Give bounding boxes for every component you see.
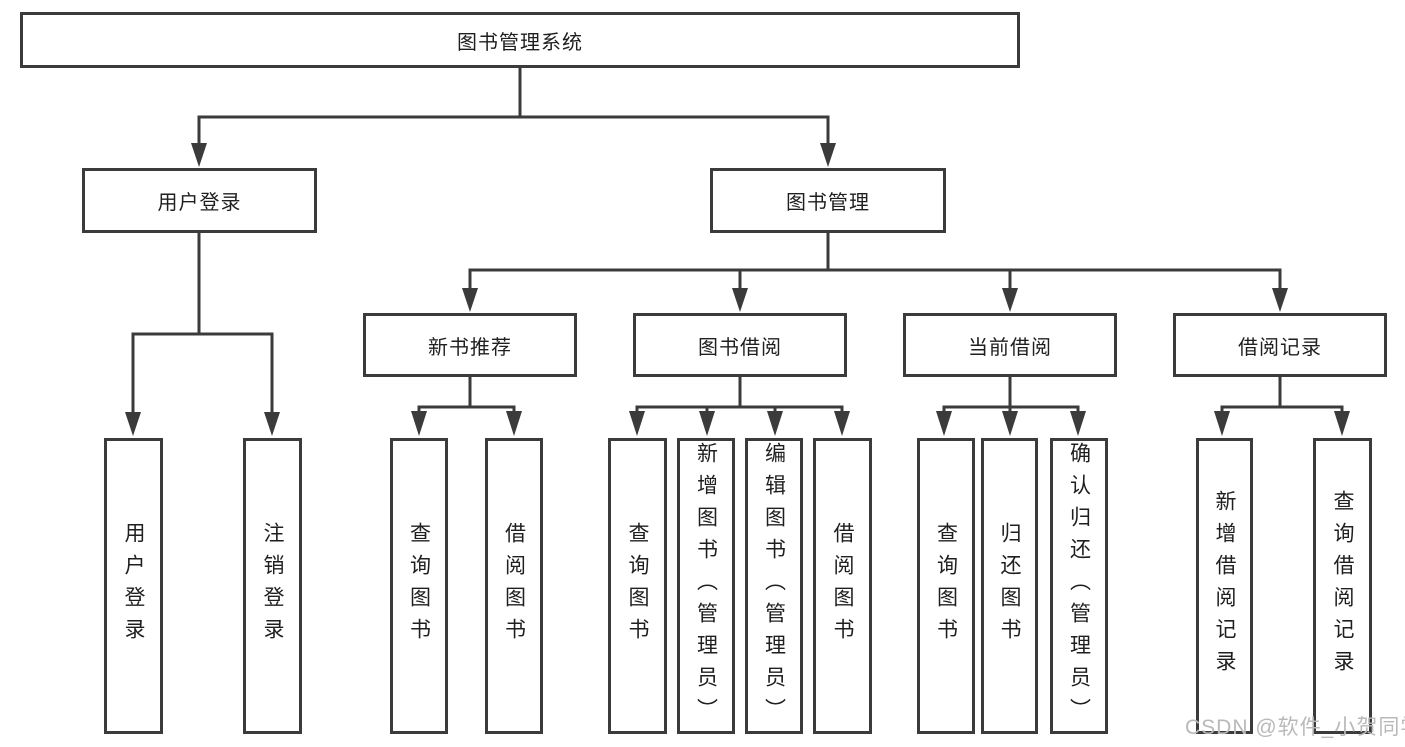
node-label: 借阅图书 <box>831 522 854 650</box>
node-label: 当前借阅 <box>968 336 1052 359</box>
node-user-login-leaf: 用户登录 <box>104 438 163 734</box>
node-label: 用户登录 <box>122 522 145 650</box>
node-label: 查询图书 <box>407 522 431 650</box>
node-current-query-books: 查询图书 <box>917 438 975 734</box>
node-label: 图书管理系统 <box>457 31 583 54</box>
node-book-borrow: 图书借阅 <box>633 313 847 377</box>
node-label: 用户登录 <box>157 192 242 214</box>
node-borrow-query-books: 查询图书 <box>608 438 667 734</box>
node-label: 借阅记录 <box>1238 336 1322 359</box>
connector-user-login-to-leaves <box>125 232 280 436</box>
node-label: 查询图书 <box>626 522 649 650</box>
node-recommend-query-books: 查询图书 <box>390 438 448 734</box>
node-label: 新增借阅记录 <box>1213 490 1236 682</box>
node-recommend-borrow-books: 借阅图书 <box>485 438 543 734</box>
connector-borrow-records-to-leaves <box>1214 376 1350 436</box>
node-label: 归还图书 <box>998 522 1021 650</box>
node-label: 新增图书（管理员） <box>694 442 718 730</box>
node-borrow-add-books-admin: 新增图书（管理员） <box>677 438 735 734</box>
node-records-query-record: 查询借阅记录 <box>1313 438 1372 734</box>
connector-book-borrow-to-leaves <box>629 376 850 436</box>
node-borrow-edit-books-admin: 编辑图书（管理员） <box>745 438 803 734</box>
node-library-management-system: 图书管理系统 <box>20 12 1020 68</box>
node-label: 注销登录 <box>261 522 284 650</box>
node-label: 借阅图书 <box>502 522 526 650</box>
connector-recommend-to-leaves <box>411 376 522 436</box>
node-book-management: 图书管理 <box>710 168 946 233</box>
node-user-login: 用户登录 <box>82 168 317 233</box>
node-records-add-record: 新增借阅记录 <box>1196 438 1253 734</box>
node-label: 查询借阅记录 <box>1331 490 1354 682</box>
node-current-confirm-return-admin: 确认归还（管理员） <box>1050 438 1108 734</box>
node-current-borrow: 当前借阅 <box>903 313 1117 377</box>
node-new-book-recommend: 新书推荐 <box>363 313 577 377</box>
csdn-watermark: CSDN @软件_小贺同学 <box>1185 716 1405 739</box>
node-label: 编辑图书（管理员） <box>762 442 786 730</box>
node-borrow-borrow-books: 借阅图书 <box>813 438 872 734</box>
node-label: 图书借阅 <box>698 336 782 359</box>
node-label: 确认归还（管理员） <box>1067 442 1091 730</box>
connector-current-borrow-to-leaves <box>936 376 1086 436</box>
node-borrow-records: 借阅记录 <box>1173 313 1387 377</box>
connector-root-to-level2 <box>191 67 836 167</box>
node-label: 图书管理 <box>786 192 870 214</box>
node-label: 查询图书 <box>934 522 958 650</box>
connector-book-management-to-level3 <box>462 232 1288 312</box>
node-current-return-books: 归还图书 <box>981 438 1038 734</box>
node-label: 新书推荐 <box>428 336 512 359</box>
node-logout-leaf: 注销登录 <box>243 438 302 734</box>
